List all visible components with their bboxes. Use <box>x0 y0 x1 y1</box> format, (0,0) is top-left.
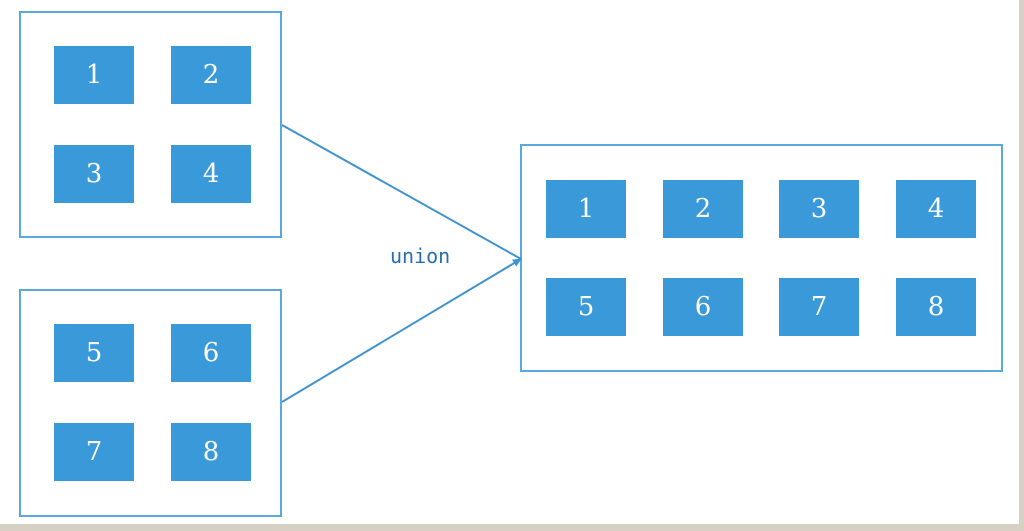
operation-label: union <box>390 244 451 268</box>
cell-out-4: 4 <box>896 180 976 238</box>
cell-a-4: 4 <box>171 145 251 203</box>
cell-out-1: 1 <box>546 180 626 238</box>
cell-out-7: 7 <box>779 278 859 336</box>
cell-a-2: 2 <box>171 46 251 104</box>
cell-out-6: 6 <box>663 278 743 336</box>
cell-b-1: 5 <box>54 324 134 382</box>
cell-b-2: 6 <box>171 324 251 382</box>
cell-out-3: 3 <box>779 180 859 238</box>
cell-out-5: 5 <box>546 278 626 336</box>
cell-out-2: 2 <box>663 180 743 238</box>
cell-out-8: 8 <box>896 278 976 336</box>
cell-b-4: 8 <box>171 423 251 481</box>
cell-a-3: 3 <box>54 145 134 203</box>
cell-a-1: 1 <box>54 46 134 104</box>
output-partition: 1 2 3 4 5 6 7 8 <box>520 144 1003 372</box>
cell-b-3: 7 <box>54 423 134 481</box>
input-partition-b: 5 6 7 8 <box>19 289 282 517</box>
input-partition-a: 1 2 3 4 <box>19 11 282 238</box>
